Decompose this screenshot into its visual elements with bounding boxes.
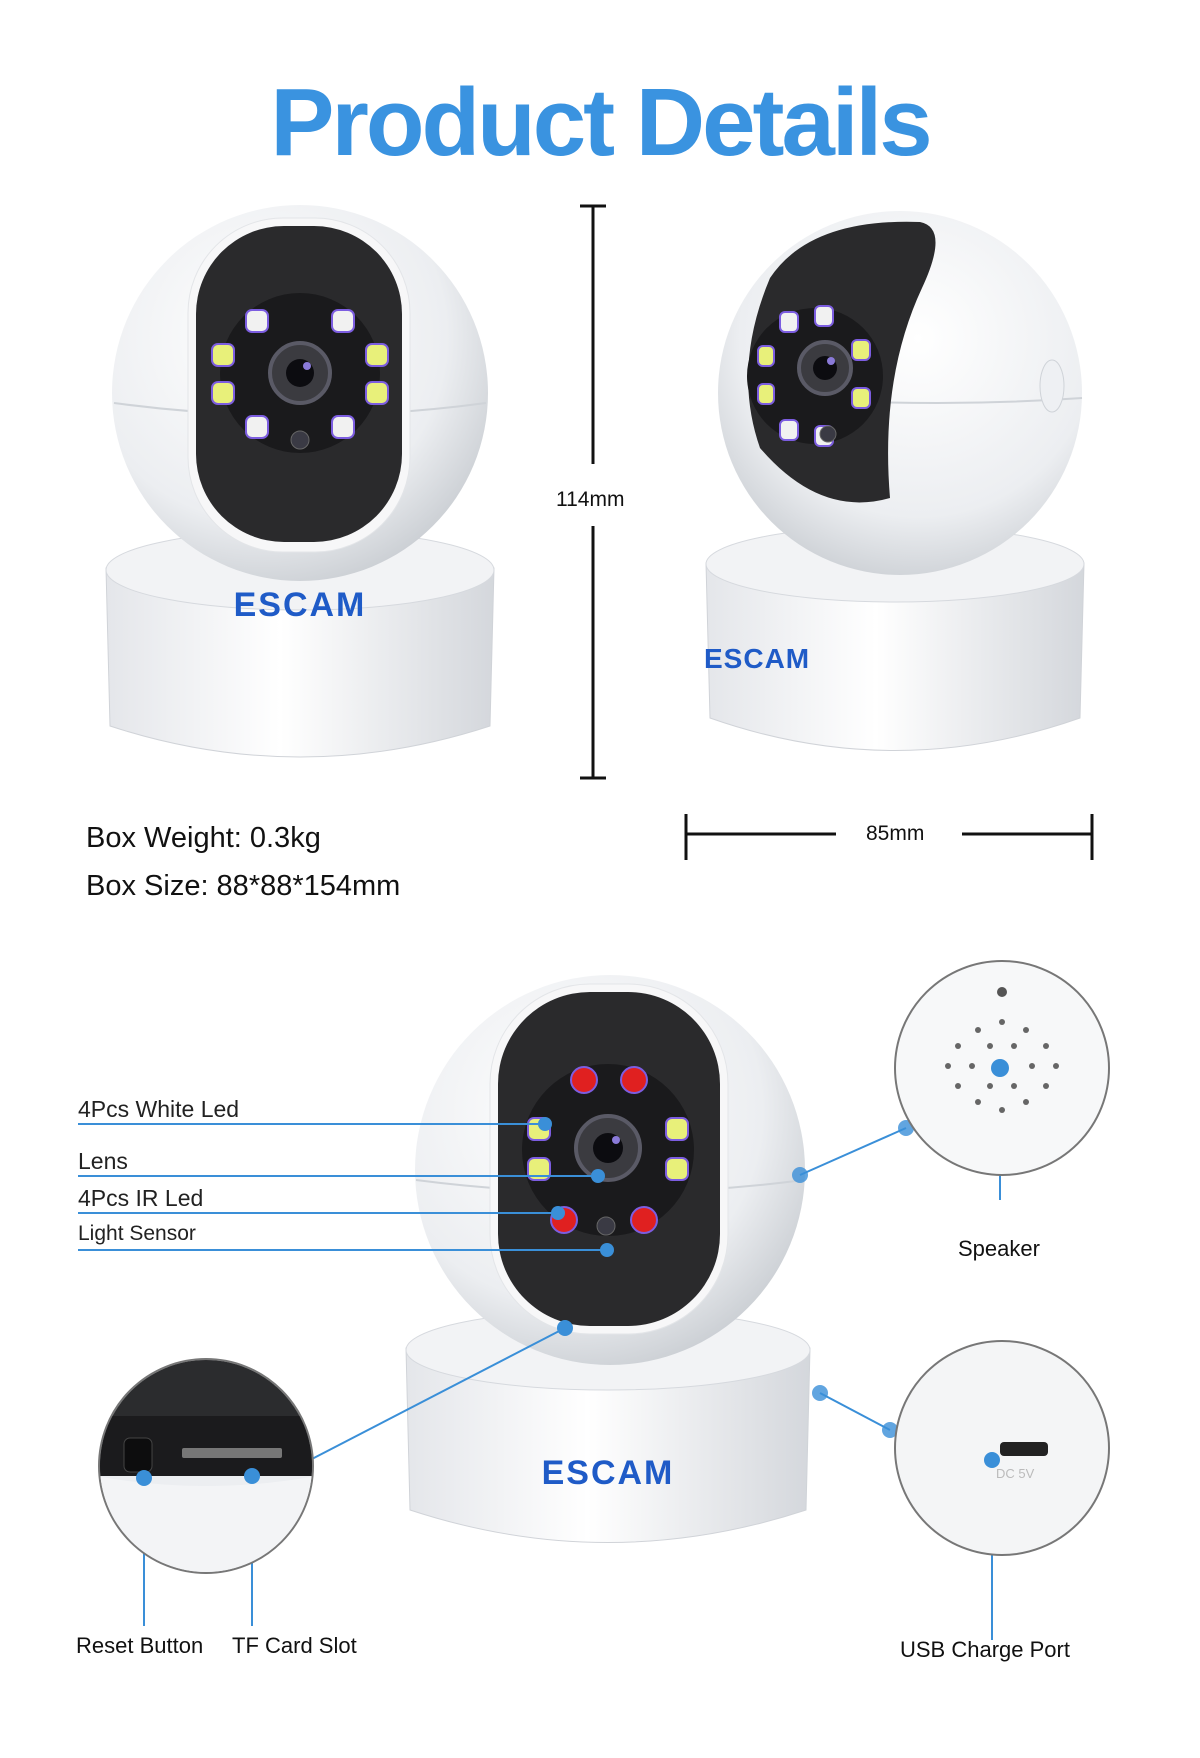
height-dimension-line [578,204,608,780]
callout-light-sensor: Light Sensor [78,1222,196,1245]
callout-ir-led: 4Pcs IR Led [78,1185,204,1211]
usb-port-detail: DC 5V [892,1338,1112,1558]
reset-tf-detail [96,1356,316,1576]
usb-port-marking: DC 5V [996,1466,1035,1481]
camera-front-view: ESCAM [100,198,500,778]
callout-white-led: 4Pcs White Led [78,1096,240,1122]
width-label: 85mm [866,822,925,846]
svg-text:ESCAM: ESCAM [542,1454,675,1492]
svg-text:ESCAM: ESCAM [704,643,810,674]
speaker-detail [892,958,1112,1178]
label-speaker: Speaker [958,1236,1040,1261]
box-weight: Box Weight: 0.3kg [86,822,321,854]
box-size: Box Size: 88*88*154mm [86,870,401,902]
height-label: 114mm [556,488,625,512]
camera-feature-view: ESCAM [398,970,818,1590]
label-tf-card-slot: TF Card Slot [232,1633,357,1658]
width-dimension-line [684,812,1094,862]
callout-lens: Lens [78,1148,128,1174]
page-title: Product Details [270,69,932,176]
label-usb-charge-port: USB Charge Port [900,1637,1070,1662]
label-reset-button: Reset Button [76,1633,204,1658]
camera-angled-view: ESCAM [700,198,1100,768]
svg-text:ESCAM: ESCAM [234,586,367,624]
